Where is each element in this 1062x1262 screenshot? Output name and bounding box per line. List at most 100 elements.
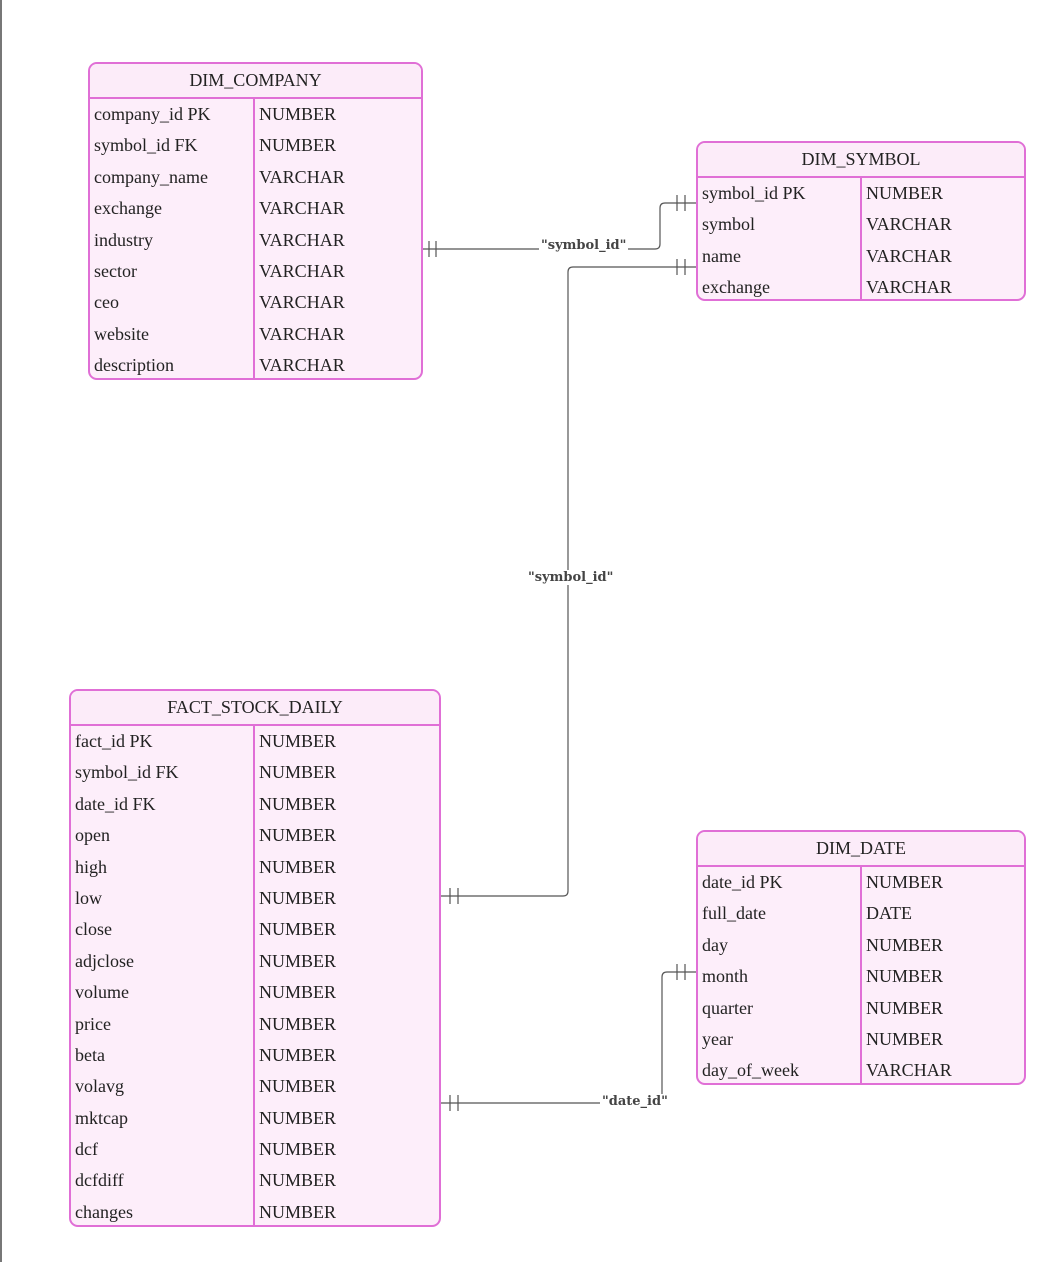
column-name: ceo bbox=[90, 287, 255, 319]
column-type: VARCHAR bbox=[866, 214, 952, 235]
entity-title: DIM_SYMBOL bbox=[698, 143, 1024, 178]
column-name: sector bbox=[90, 255, 255, 288]
column-type: NUMBER bbox=[866, 183, 944, 203]
column-type: NUMBER bbox=[259, 1076, 337, 1097]
column-type: NUMBER bbox=[259, 982, 337, 1003]
column-name: date_id PK bbox=[698, 867, 862, 899]
column-type: NUMBER bbox=[259, 887, 337, 908]
column-name: website bbox=[90, 318, 255, 351]
column-name: quarter bbox=[698, 992, 862, 1024]
column-name: exchange bbox=[90, 193, 255, 225]
connector-fact-date bbox=[441, 971, 696, 1104]
column-type: NUMBER bbox=[259, 793, 337, 814]
column-type: NUMBER bbox=[866, 966, 944, 987]
column-type: NUMBER bbox=[259, 104, 337, 124]
column-name: mktcap bbox=[71, 1102, 255, 1135]
column-name: year bbox=[698, 1023, 862, 1056]
column-name: symbol bbox=[698, 209, 862, 241]
column-type: NUMBER bbox=[259, 1170, 337, 1191]
column-name: close bbox=[71, 914, 255, 946]
column-type: VARCHAR bbox=[866, 245, 952, 266]
column-type: DATE bbox=[866, 903, 912, 924]
column-type: NUMBER bbox=[259, 919, 337, 940]
column-name: dcf bbox=[71, 1134, 255, 1166]
column-type: NUMBER bbox=[259, 1013, 337, 1034]
entity-title: DIM_DATE bbox=[698, 832, 1024, 867]
column-name: changes bbox=[71, 1196, 255, 1225]
column-type: NUMBER bbox=[259, 825, 337, 846]
relationship-label-fact-symbol: "symbol_id" bbox=[526, 570, 616, 585]
column-type: VARCHAR bbox=[259, 229, 345, 250]
column-name: volavg bbox=[71, 1071, 255, 1103]
column-type: VARCHAR bbox=[259, 166, 345, 187]
column-name: full_date bbox=[698, 898, 862, 930]
column-type: VARCHAR bbox=[866, 277, 952, 298]
column-type: VARCHAR bbox=[259, 260, 345, 281]
column-type: VARCHAR bbox=[259, 323, 345, 344]
column-type: NUMBER bbox=[866, 1028, 944, 1049]
column-type: NUMBER bbox=[259, 731, 337, 751]
page-left-border bbox=[0, 0, 2, 1262]
column-type: NUMBER bbox=[259, 950, 337, 971]
column-name: exchange bbox=[698, 272, 862, 299]
connector-company-symbol bbox=[423, 202, 696, 250]
column-name: company_id PK bbox=[90, 99, 255, 131]
column-name: symbol_id FK bbox=[90, 130, 255, 162]
column-type: VARCHAR bbox=[259, 198, 345, 219]
relationship-label-company-symbol: "symbol_id" bbox=[539, 238, 629, 253]
column-name: month bbox=[698, 961, 862, 993]
column-name: company_name bbox=[90, 161, 255, 194]
column-name: fact_id PK bbox=[71, 726, 255, 758]
column-name: beta bbox=[71, 1039, 255, 1072]
column-type: VARCHAR bbox=[259, 292, 345, 313]
entity-title: DIM_COMPANY bbox=[90, 64, 421, 99]
column-name: low bbox=[71, 882, 255, 915]
column-type: NUMBER bbox=[866, 997, 944, 1018]
relationship-label-fact-date: "date_id" bbox=[600, 1094, 670, 1109]
column-type: VARCHAR bbox=[866, 1060, 952, 1081]
entity-title: FACT_STOCK_DAILY bbox=[71, 691, 439, 726]
column-type: NUMBER bbox=[259, 762, 337, 783]
column-name: symbol_id PK bbox=[698, 178, 862, 210]
column-name: date_id FK bbox=[71, 788, 255, 821]
column-name: day bbox=[698, 929, 862, 962]
column-name: description bbox=[90, 350, 255, 378]
column-name: volume bbox=[71, 977, 255, 1009]
column-type: NUMBER bbox=[259, 856, 337, 877]
column-type: VARCHAR bbox=[259, 355, 345, 376]
column-type: NUMBER bbox=[866, 934, 944, 955]
